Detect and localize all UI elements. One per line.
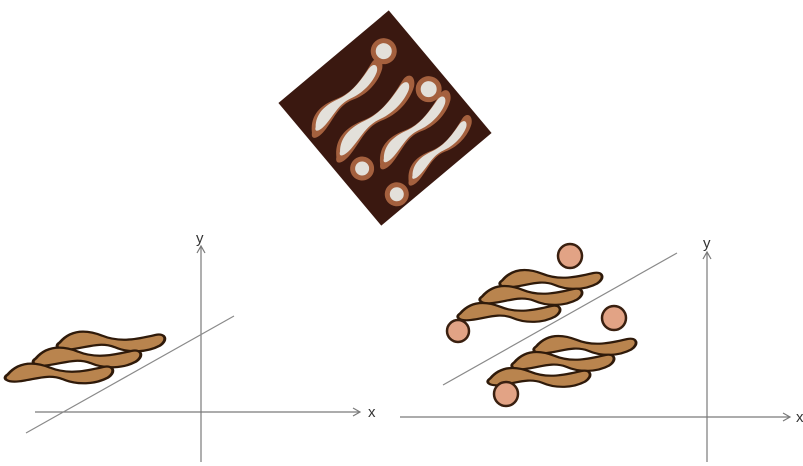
lower-dot-1 (600, 304, 628, 332)
left-motif (3, 325, 167, 390)
right-mirror-line (442, 252, 678, 386)
batik-dot (350, 156, 375, 181)
right-upper-motif (445, 242, 604, 344)
batik-dot (415, 76, 442, 103)
batik-dot (384, 182, 409, 207)
right-y-label: y (703, 235, 711, 252)
left-x-label: x (368, 404, 376, 421)
batik-dot (370, 38, 397, 65)
right-graph: x y (400, 235, 803, 462)
batik-photo (278, 10, 492, 226)
upper-dot-1 (556, 242, 584, 270)
right-lower-motif (486, 304, 638, 408)
left-graph: x y (3, 230, 376, 462)
left-y-label: y (196, 230, 204, 247)
left-mirror-line (25, 315, 235, 434)
lower-dot-2 (492, 380, 520, 408)
upper-dot-2 (445, 318, 471, 344)
right-x-label: x (796, 409, 803, 426)
